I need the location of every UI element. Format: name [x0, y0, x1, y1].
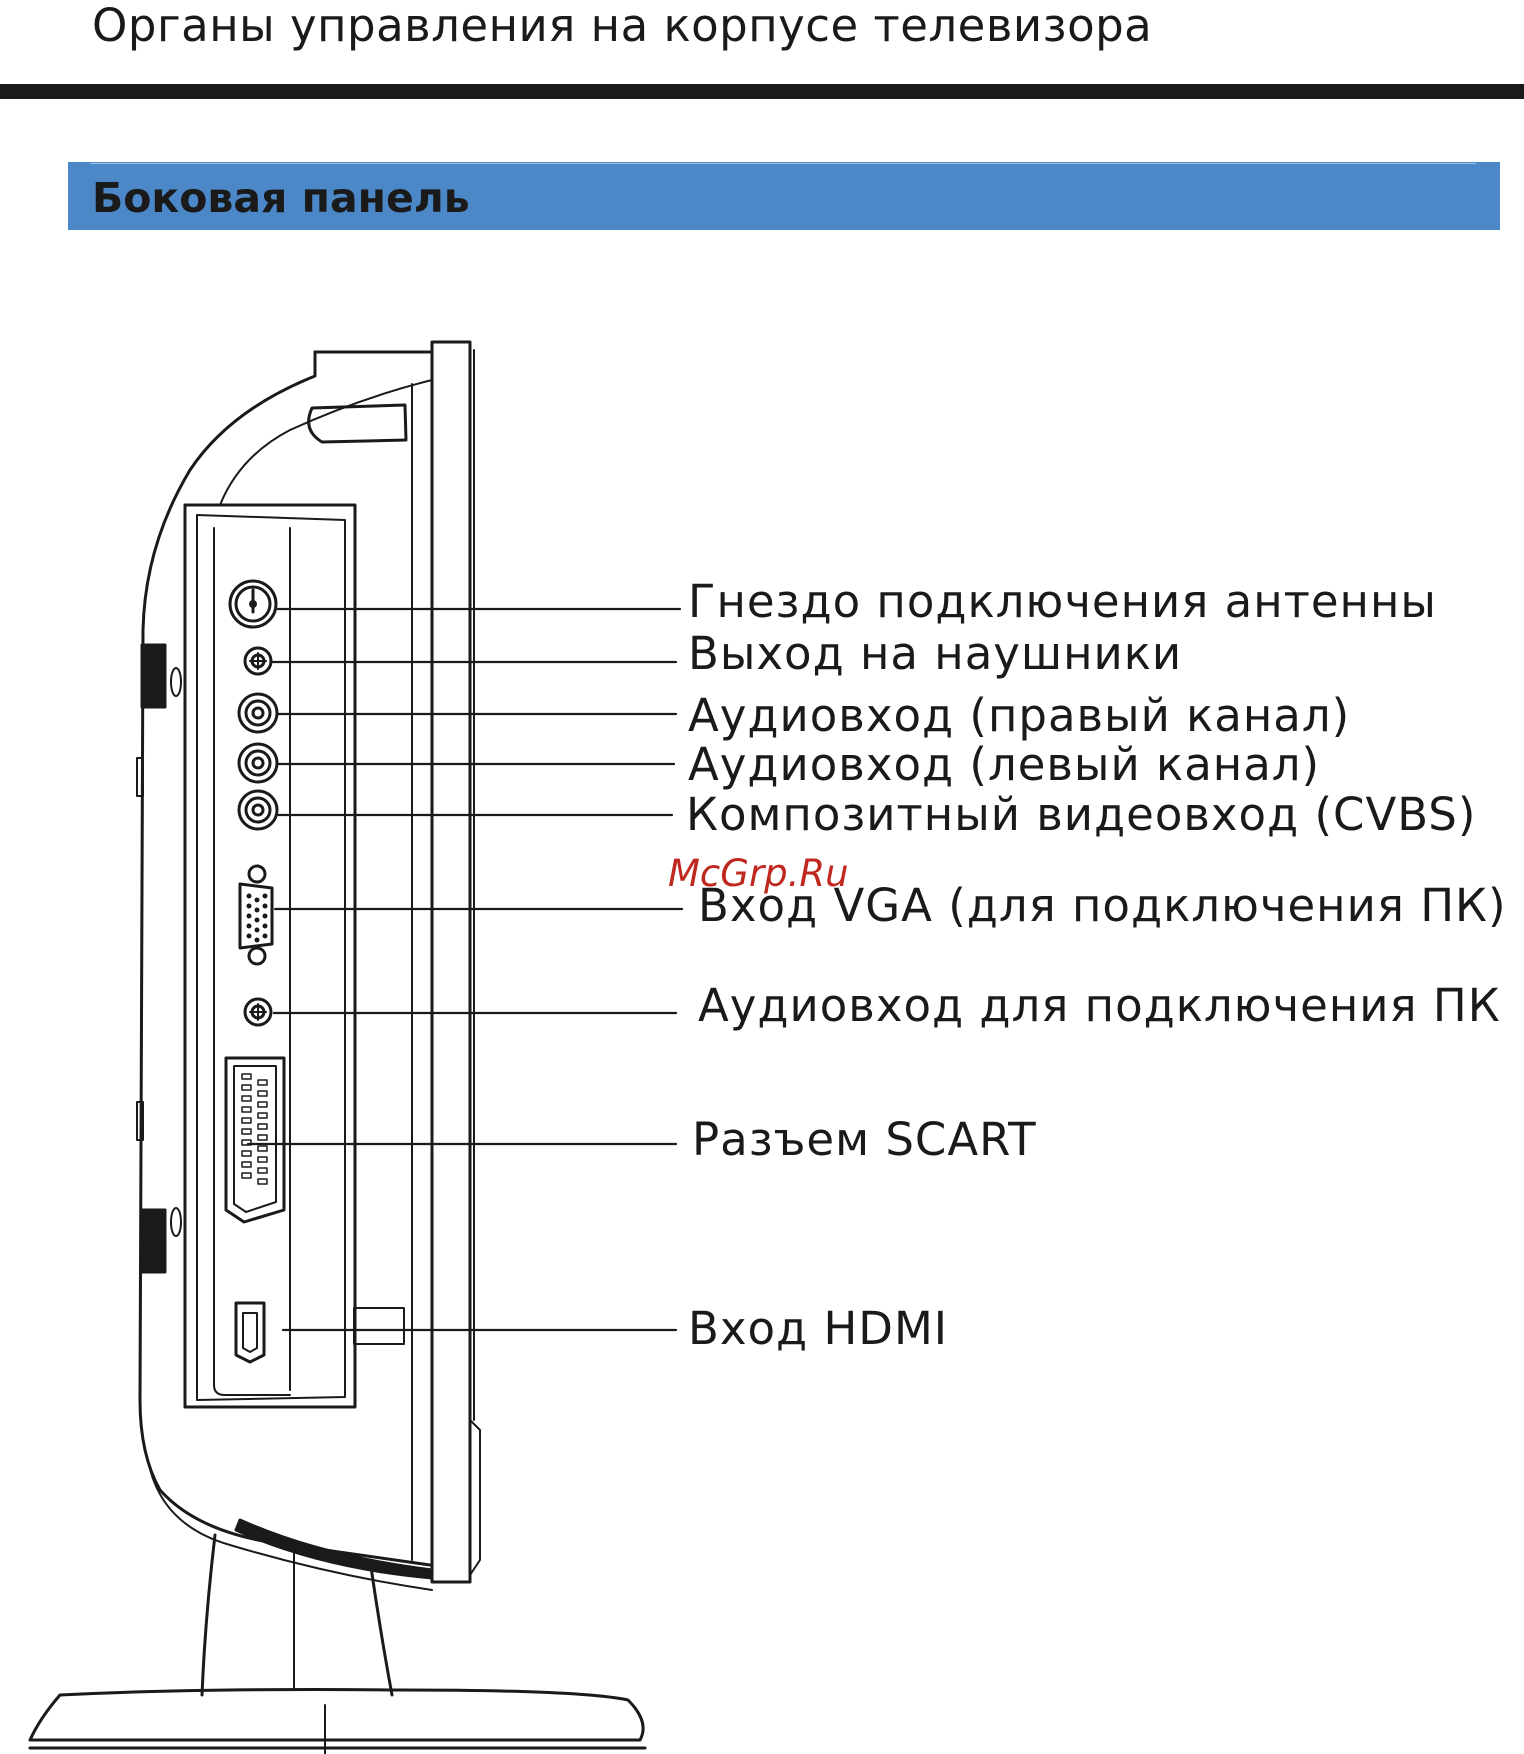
side-clip-top [142, 645, 165, 707]
callout-pc-audio: Аудиовход для подключения ПК [698, 980, 1501, 1032]
callout-audio-right: Аудиовход (правый канал) [688, 690, 1350, 742]
callout-headphones: Выход на наушники [688, 628, 1182, 680]
front-bezel [432, 342, 470, 1582]
stand-base [30, 1690, 643, 1740]
callout-cvbs: Композитный видеовход (CVBS) [686, 789, 1476, 841]
watermark-text: McGrp.Ru [668, 852, 849, 896]
connector-panel [185, 505, 355, 1407]
antenna-jack [230, 581, 276, 627]
callout-hdmi: Вход HDMI [688, 1303, 948, 1355]
callout-antenna: Гнездо подключения антенны [688, 576, 1437, 628]
side-clip-bottom [142, 1210, 165, 1272]
callout-audio-left: Аудиовход (левый канал) [688, 739, 1320, 791]
callout-scart: Разъем SCART [692, 1114, 1037, 1166]
